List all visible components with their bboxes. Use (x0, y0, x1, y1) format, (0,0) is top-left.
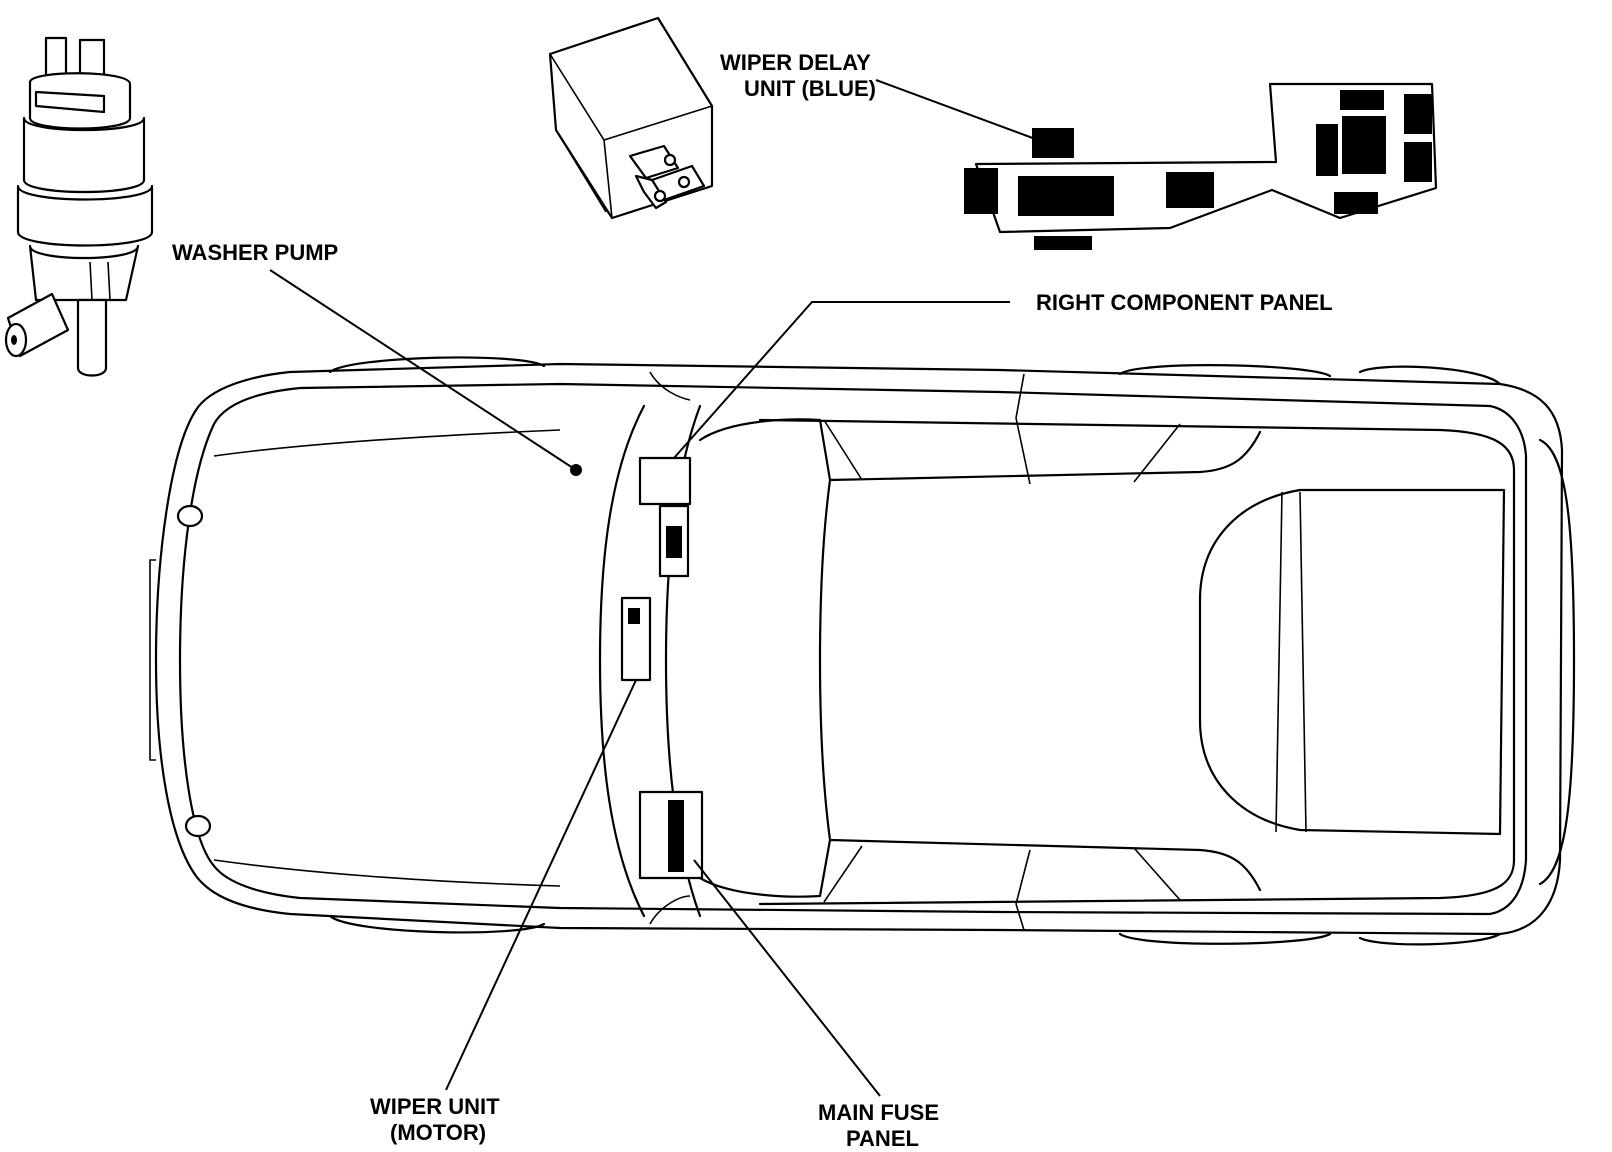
label-washer-pump: WASHER PUMP (172, 240, 338, 265)
car-top-view-icon (149, 356, 1576, 946)
leader-main-fuse-panel (693, 859, 881, 1097)
label-right-component-panel: RIGHT COMPONENT PANEL (1036, 290, 1333, 315)
component-panel-icon (964, 82, 1438, 250)
label-wiper-delay-line2: UNIT (BLUE) (744, 76, 876, 101)
leader-right-component-panel (673, 301, 1010, 459)
relay-icon (548, 16, 714, 220)
label-wiper-unit-line2: (MOTOR) (390, 1120, 486, 1145)
leader-wiper-delay (875, 79, 1039, 141)
leader-wiper-unit (445, 679, 637, 1091)
leader-washer-pump (269, 269, 577, 471)
label-wiper-unit-line1: WIPER UNIT (370, 1094, 500, 1119)
label-main-fuse-line2: PANEL (846, 1126, 919, 1151)
label-main-fuse-line1: MAIN FUSE (818, 1100, 939, 1125)
washer-pump-icon (4, 36, 154, 377)
label-wiper-delay-line1: WIPER DELAY (720, 50, 871, 75)
